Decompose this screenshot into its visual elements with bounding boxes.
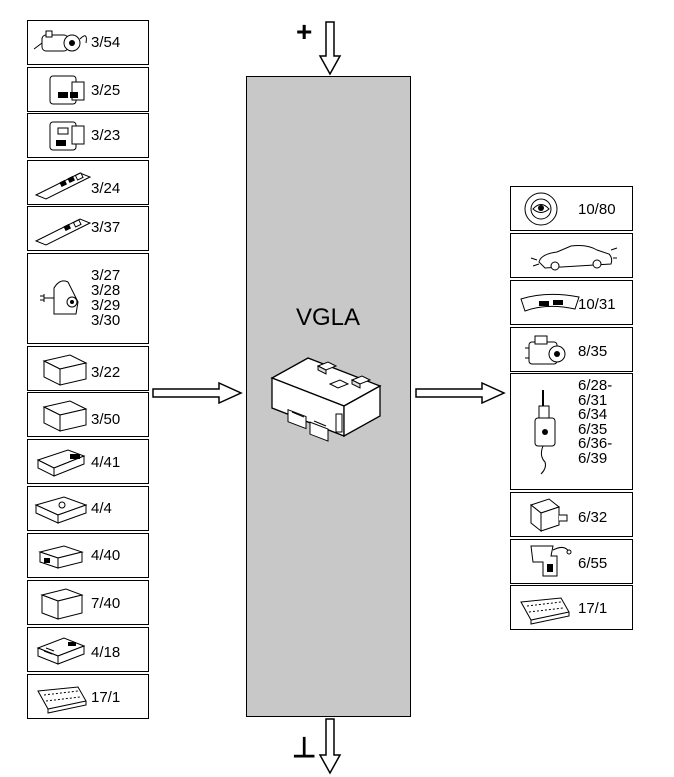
- indicator-lamp-icon: [524, 192, 558, 226]
- input-code: 3/24: [91, 180, 121, 197]
- siren-icon: [525, 335, 566, 365]
- input-item-7-40: 7/40: [27, 580, 149, 625]
- door-lock-switch-icon: [40, 280, 79, 315]
- output-item-10-80: 10/80: [510, 186, 633, 231]
- input-item-3-24: 3/24: [27, 160, 149, 205]
- input-code: 4/40: [91, 547, 121, 564]
- input-code: 3/22: [91, 364, 121, 381]
- diagnostic-connector-icon: [520, 597, 570, 625]
- output-item-6-55: 6/55: [510, 539, 633, 584]
- input-code: 3/25: [91, 82, 121, 99]
- module-icon: [38, 545, 84, 569]
- output-item-10-31: 10/31: [510, 280, 633, 325]
- input-item-3-54: 3/54: [27, 20, 149, 65]
- car-icon: [530, 245, 618, 271]
- module-icon: [40, 588, 84, 620]
- ground-symbol: ⊥: [292, 732, 317, 763]
- control-module-icon: [42, 354, 88, 386]
- input-code: 3/50: [91, 411, 121, 428]
- control-unit-icon: [270, 357, 382, 442]
- input-item-4-18: 4/18: [27, 627, 149, 672]
- switch-icon: [49, 75, 85, 105]
- output-item-6-32: 6/32: [510, 492, 633, 537]
- output-code: 6/55: [578, 555, 608, 572]
- input-code: 3/54: [91, 34, 121, 51]
- ground-arrow-icon: [318, 718, 342, 775]
- output-item-6-28-6-39: 6/28- 6/31 6/34 6/35 6/36- 6/39: [510, 373, 633, 490]
- input-item-4-41: 4/41: [27, 439, 149, 484]
- module-label: VGLA: [296, 304, 361, 331]
- output-code: 6/28- 6/31 6/34 6/35 6/36- 6/39: [578, 377, 613, 467]
- switch-icon: [49, 121, 85, 151]
- output-code: 8/35: [578, 343, 608, 360]
- input-item-4-40: 4/40: [27, 533, 149, 578]
- output-code: 17/1: [578, 600, 608, 617]
- input-item-17-1: 17/1: [27, 674, 149, 719]
- input-code: 7/40: [91, 595, 121, 612]
- lock-motor-icon: [534, 390, 556, 475]
- actuator-icon: [529, 498, 568, 533]
- input-item-3-37: 3/37: [27, 206, 149, 251]
- output-code: 6/32: [578, 509, 608, 526]
- input-arrow-icon: [152, 381, 243, 405]
- input-item-3-50: 3/50: [27, 392, 149, 437]
- input-code: 4/18: [91, 644, 121, 661]
- control-module-icon: [42, 400, 88, 432]
- module-icon: [36, 449, 86, 477]
- output-item-car: [510, 233, 633, 278]
- power-arrow-icon: [318, 21, 342, 76]
- connector-icon: [36, 637, 86, 665]
- plus-symbol: +: [296, 16, 313, 47]
- window-switch-panel-icon: [34, 172, 92, 200]
- window-switch-panel-icon: [34, 218, 92, 246]
- input-code: 3/27 3/28 3/29 3/30: [91, 267, 121, 329]
- input-code: 4/41: [91, 454, 121, 471]
- output-code: 10/80: [578, 201, 616, 218]
- output-arrow-icon: [415, 381, 506, 405]
- diagnostic-connector-icon: [37, 686, 87, 714]
- output-item-8-35: 8/35: [510, 327, 633, 372]
- input-item-3-22: 3/22: [27, 346, 149, 391]
- input-item-3-27-3-30: 3/27 3/28 3/29 3/30: [27, 253, 149, 344]
- input-code: 3/37: [91, 219, 121, 236]
- interior-lamp-icon: [520, 293, 580, 312]
- input-code: 4/4: [91, 500, 112, 517]
- input-item-3-23: 3/23: [27, 113, 149, 158]
- ignition-switch-icon: [33, 30, 87, 52]
- input-code: 3/23: [91, 127, 121, 144]
- output-code: 10/31: [578, 296, 616, 313]
- actuator-icon: [530, 545, 572, 577]
- input-code: 17/1: [91, 689, 121, 706]
- output-item-17-1: 17/1: [510, 585, 633, 630]
- airbag-module-icon: [34, 496, 88, 524]
- input-item-3-25: 3/25: [27, 67, 149, 112]
- input-item-4-4: 4/4: [27, 486, 149, 531]
